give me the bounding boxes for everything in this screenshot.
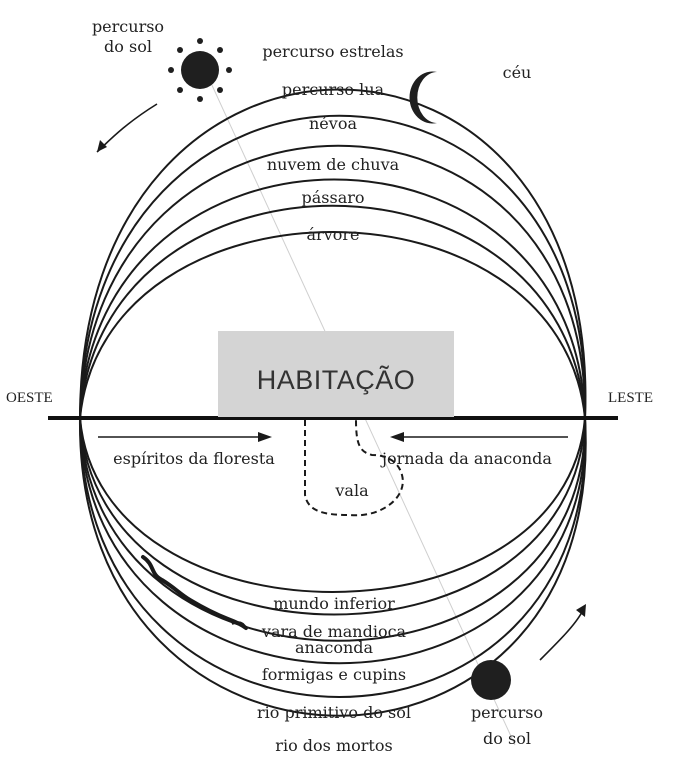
upper-arcs [79,88,587,419]
sun-path-upper-label-2: do sol [104,37,152,56]
mist-label: névoa [309,114,357,133]
arc-river-dead [78,417,587,717]
ditch-label: vala [334,481,369,500]
rain-cloud-label: nuvem de chuva [267,155,400,174]
sun-path-lower-label-2: do sol [483,729,531,748]
forest-spirits-label: espíritos da floresta [113,449,275,468]
anaconda-label: anaconda [295,638,374,657]
bird-label: pássaro [301,188,364,207]
sun-icon [168,38,232,102]
tree-label: árvore [307,225,360,244]
arc-stars [79,88,587,419]
snake-icon [141,555,248,630]
arc-ants [79,417,587,665]
anaconda-journey-label: jornada da anaconda [380,449,552,468]
forest-spirits-arrow [98,432,272,442]
sun-path-upper-label-1: percurso [92,17,164,36]
sky-label: céu [503,63,532,82]
arc-underworld [79,417,586,593]
arc-anaconda [79,417,587,642]
cassava-stick-label: vara de mandioca [261,622,407,641]
arc-rain-cloud [79,178,586,419]
west-label: OESTE [6,390,53,406]
primordial-river-label: rio primitivo do sol [257,703,411,722]
arc-primordial-river [79,417,587,698]
arc-bird [79,204,586,419]
sun-path-lower-label-1: percurso [471,703,543,722]
stars-label: percurso estrelas [262,42,403,61]
arrow-icon [96,103,158,153]
anaconda-arrow [390,432,568,442]
arrow-icon-lower [539,604,586,661]
house-box [218,331,454,417]
house-label: HABITAÇÃO [257,364,416,395]
moon-label: percurso lua [282,80,385,99]
arc-cassava [79,417,586,616]
arc-moon [79,114,587,419]
lower-arcs [78,417,587,717]
ditch-outline [304,419,404,517]
east-label: LESTE [608,390,653,406]
river-of-dead-label: rio dos mortos [275,736,392,755]
crescent-moon-icon [409,71,437,124]
ants-termites-label: formigas e cupins [262,665,406,684]
arc-mist [79,144,587,419]
night-sun-icon [471,660,511,700]
underworld-label: mundo inferior [273,594,395,613]
arc-tree [79,231,586,419]
